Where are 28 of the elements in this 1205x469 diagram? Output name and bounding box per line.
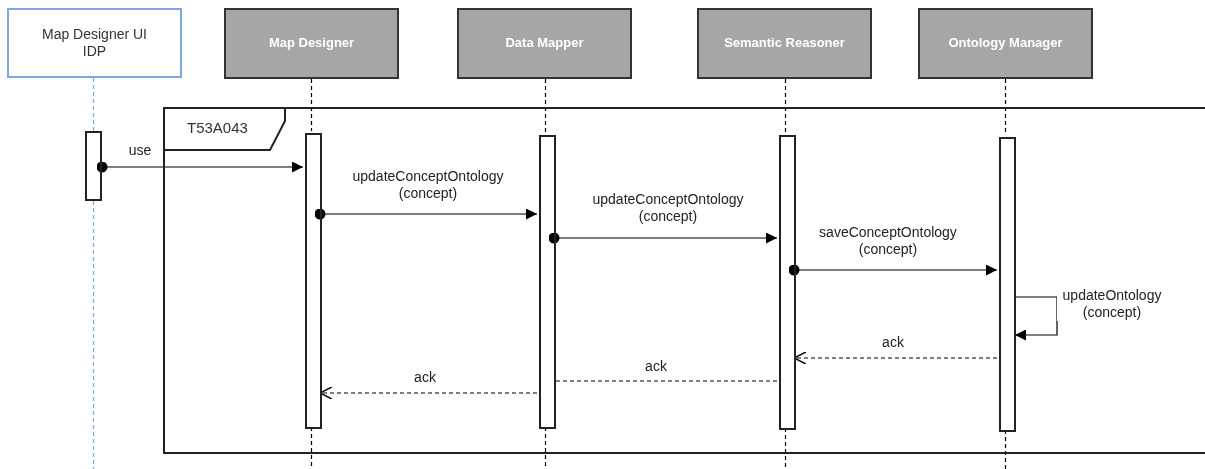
activation-bar <box>85 131 102 201</box>
message-arrow <box>319 386 538 400</box>
message-arrow <box>96 161 304 173</box>
activation-bar <box>779 135 796 430</box>
activation-bar <box>305 133 322 429</box>
participant-label: Semantic Reasoner <box>723 35 846 52</box>
message-arrow <box>1013 296 1058 341</box>
message-arrow <box>314 208 538 220</box>
message-arrow <box>548 232 778 244</box>
participant-label: Ontology Manager <box>947 35 1064 52</box>
message-arrow <box>788 264 998 276</box>
lifeline <box>784 78 787 134</box>
participant-label: Map Designer <box>267 35 356 52</box>
lifeline <box>544 78 547 134</box>
participant-box <box>457 8 632 79</box>
participant-label: Map Designer UI IDP <box>40 25 148 61</box>
participant-box <box>7 8 182 78</box>
frame-box <box>163 107 1205 454</box>
frame-label: T53A043 <box>187 118 248 138</box>
participant-box <box>697 8 872 79</box>
activation-bar <box>999 137 1016 432</box>
lifeline <box>310 78 313 132</box>
message-arrow <box>793 351 998 365</box>
participant-box <box>918 8 1093 79</box>
activation-bar <box>539 135 556 429</box>
participant-label: Data Mapper <box>504 35 585 52</box>
participant-box <box>224 8 399 79</box>
lifeline <box>92 77 95 132</box>
